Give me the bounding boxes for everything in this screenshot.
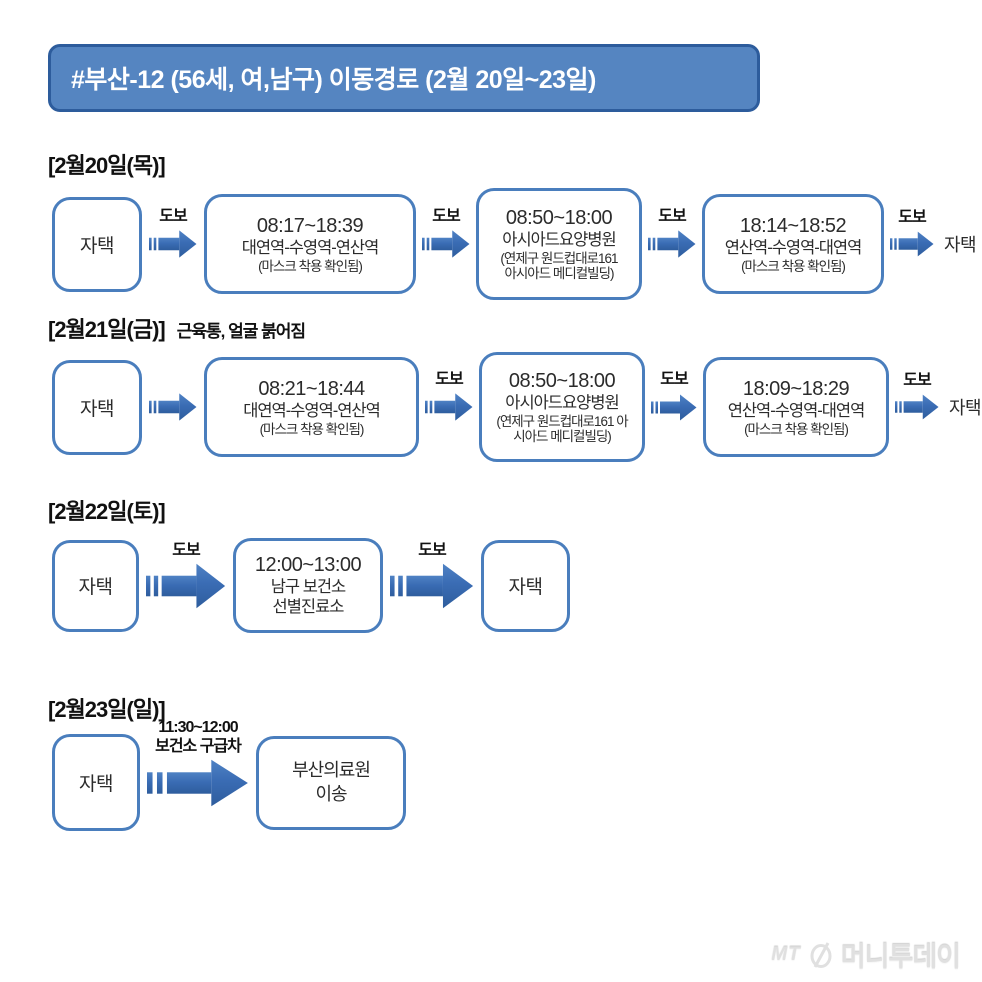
- stop-time: 12:00~13:00: [254, 554, 362, 577]
- arrow-label: 도보: [432, 207, 460, 225]
- day-label: [2월21일(금)]: [48, 317, 166, 342]
- home-end-label: 자택: [949, 398, 982, 418]
- stop-note: (마스크 착용 확인됨): [741, 258, 846, 274]
- flow-row: 자택 11:30~12:00 보건소 구급차 부산의료원 이송: [0, 719, 982, 831]
- stop-note: (연제구 원드컵대로161 아 시아드 메디컬빌딩): [496, 413, 628, 445]
- arrow-label: 도보: [435, 370, 463, 388]
- arrow-label: 11:30~12:00 보건소 구급차: [155, 719, 242, 756]
- stop-box: 18:14~18:52 연산역-수영역-대연역 (마스크 착용 확인됨): [702, 194, 884, 294]
- striped-arrow-icon: [895, 394, 939, 420]
- striped-arrow-icon: [146, 563, 226, 608]
- stop-name: 연산역-수영역-대연역: [724, 238, 863, 257]
- home-label: 자택: [79, 774, 113, 795]
- striped-arrow-icon: [890, 231, 934, 257]
- walk-arrow: 도보: [147, 208, 199, 261]
- arrow-label: 도보: [898, 208, 926, 226]
- home-label: 자택: [78, 577, 113, 598]
- home-box: 자택: [52, 359, 142, 455]
- stop-name: 연산역-수영역-대연역: [727, 401, 866, 420]
- stop-name: 대연역-수영역-연산역: [243, 401, 381, 420]
- striped-arrow-icon: [422, 230, 470, 258]
- striped-arrow-icon: [149, 230, 197, 258]
- walk-arrow: 도보: [894, 372, 940, 423]
- moneytoday-mark-icon: [810, 941, 832, 968]
- day-section-feb22: [2월22일(토)] 자택 도보 12:00~13:00 남구 보건소 선별진료…: [0, 494, 982, 633]
- stop-name: 부산의료원 이송: [292, 760, 371, 804]
- day-label: [2월23일(일)]: [48, 697, 166, 722]
- stop-name: 남구 보건소 선별진료소: [270, 578, 346, 616]
- arrow-label: 도보: [903, 371, 931, 389]
- stop-box: 08:21~18:44 대연역-수영역-연산역 (마스크 착용 확인됨): [204, 357, 419, 457]
- walk-arrow: 도보: [650, 371, 698, 424]
- home-label: 자택: [508, 577, 543, 598]
- transfer-arrow: [147, 390, 199, 424]
- stop-box: 08:50~18:00 아시아드요양병원 (연제구 원드컵대로161 아 시아드…: [479, 352, 645, 462]
- stop-box: 부산의료원 이송: [256, 735, 406, 830]
- stop-box: 08:17~18:39 대연역-수영역-연산역 (마스크 착용 확인됨): [204, 194, 416, 294]
- home-box: 자택: [52, 734, 140, 831]
- day-section-feb21: [2월21일(금)] 근육통, 얼굴 붉어짐 자택 08:21~18:44 대연…: [0, 312, 982, 462]
- walk-arrow: 도보: [647, 208, 697, 261]
- flow-row: 자택 08:21~18:44 대연역-수영역-연산역 (마스크 착용 확인됨) …: [0, 352, 982, 462]
- title-banner: #부산-12 (56세, 여,남구) 이동경로 (2월 20일~23일): [48, 44, 760, 112]
- logo-name-text: 머니투데이: [840, 942, 961, 972]
- arrow-label: 도보: [418, 542, 446, 560]
- stop-box: 18:09~18:29 연산역-수영역-대연역 (마스크 착용 확인됨): [703, 357, 889, 457]
- day-label: [2월22일(토)]: [48, 499, 166, 524]
- day-label-row: [2월21일(금)] 근육통, 얼굴 붉어짐: [0, 312, 982, 344]
- day-note: 근육통, 얼굴 붉어짐: [176, 322, 306, 341]
- stop-time: 08:17~18:39: [256, 214, 364, 237]
- walk-arrow: 도보: [144, 542, 228, 610]
- day-label-row: [2월23일(일)]: [0, 692, 982, 724]
- arrow-label: 도보: [172, 542, 200, 560]
- logo-mt-text: MT: [771, 943, 801, 965]
- stop-name: 대연역-수영역-연산역: [241, 238, 380, 257]
- stop-note: (마스크 착용 확인됨): [744, 421, 849, 437]
- walk-arrow: 도보: [421, 208, 471, 261]
- walk-arrow: 도보: [424, 371, 474, 424]
- arrow-label: 도보: [159, 207, 187, 225]
- stop-time: 18:14~18:52: [739, 214, 847, 237]
- striped-arrow-icon: [651, 394, 697, 420]
- arrow-label: 도보: [660, 371, 688, 389]
- striped-arrow-icon: [147, 759, 248, 806]
- home-box: 자택: [52, 196, 142, 292]
- home-box: 자택: [52, 539, 139, 632]
- day-label: [2월20일(목)]: [48, 153, 166, 178]
- stop-time: 08:50~18:00: [508, 370, 616, 393]
- moneytoday-logo: MT 머니투데이: [771, 935, 961, 974]
- day-label-row: [2월20일(목)]: [0, 148, 982, 180]
- day-section-feb20: [2월20일(목)] 자택 도보 08:17~18:39 대연역-수영역-연산역…: [0, 148, 982, 300]
- walk-arrow: 도보: [388, 542, 476, 610]
- home-box: 자택: [481, 539, 570, 632]
- flow-row: 자택 도보 08:17~18:39 대연역-수영역-연산역 (마스크 착용 확인…: [0, 188, 982, 300]
- stop-name: 아시아드요양병원: [502, 231, 616, 250]
- striped-arrow-icon: [390, 563, 474, 608]
- ambulance-arrow: 11:30~12:00 보건소 구급차: [145, 719, 251, 808]
- stop-time: 18:09~18:29: [742, 377, 850, 400]
- striped-arrow-icon: [149, 393, 197, 421]
- stop-note: (마스크 착용 확인됨): [258, 258, 363, 274]
- stop-box: 12:00~13:00 남구 보건소 선별진료소: [233, 538, 383, 633]
- stop-box: 08:50~18:00 아시아드요양병원 (연제구 원드컵대로161 아시아드 …: [476, 188, 642, 300]
- stop-name: 아시아드요양병원: [505, 394, 619, 413]
- day-label-row: [2월22일(토)]: [0, 494, 982, 526]
- home-label: 자택: [80, 398, 114, 420]
- stop-time: 08:21~18:44: [258, 377, 365, 400]
- striped-arrow-icon: [648, 230, 696, 258]
- striped-arrow-icon: [425, 393, 473, 421]
- walk-arrow: 도보: [889, 209, 935, 260]
- flow-row: 자택 도보 12:00~13:00 남구 보건소 선별진료소 도보 자택: [0, 538, 982, 633]
- arrow-label: 도보: [658, 207, 686, 225]
- stop-time: 08:50~18:00: [505, 207, 613, 230]
- home-end-label: 자택: [944, 235, 977, 255]
- home-label: 자택: [80, 235, 114, 257]
- stop-note: (마스크 착용 확인됨): [259, 421, 365, 437]
- stop-note: (연제구 원드컵대로161 아시아드 메디컬빌딩): [500, 250, 618, 282]
- day-section-feb23: [2월23일(일)] 자택 11:30~12:00 보건소 구급차 부산의료원 …: [0, 692, 982, 831]
- page-title: #부산-12 (56세, 여,남구) 이동경로 (2월 20일~23일): [71, 66, 596, 94]
